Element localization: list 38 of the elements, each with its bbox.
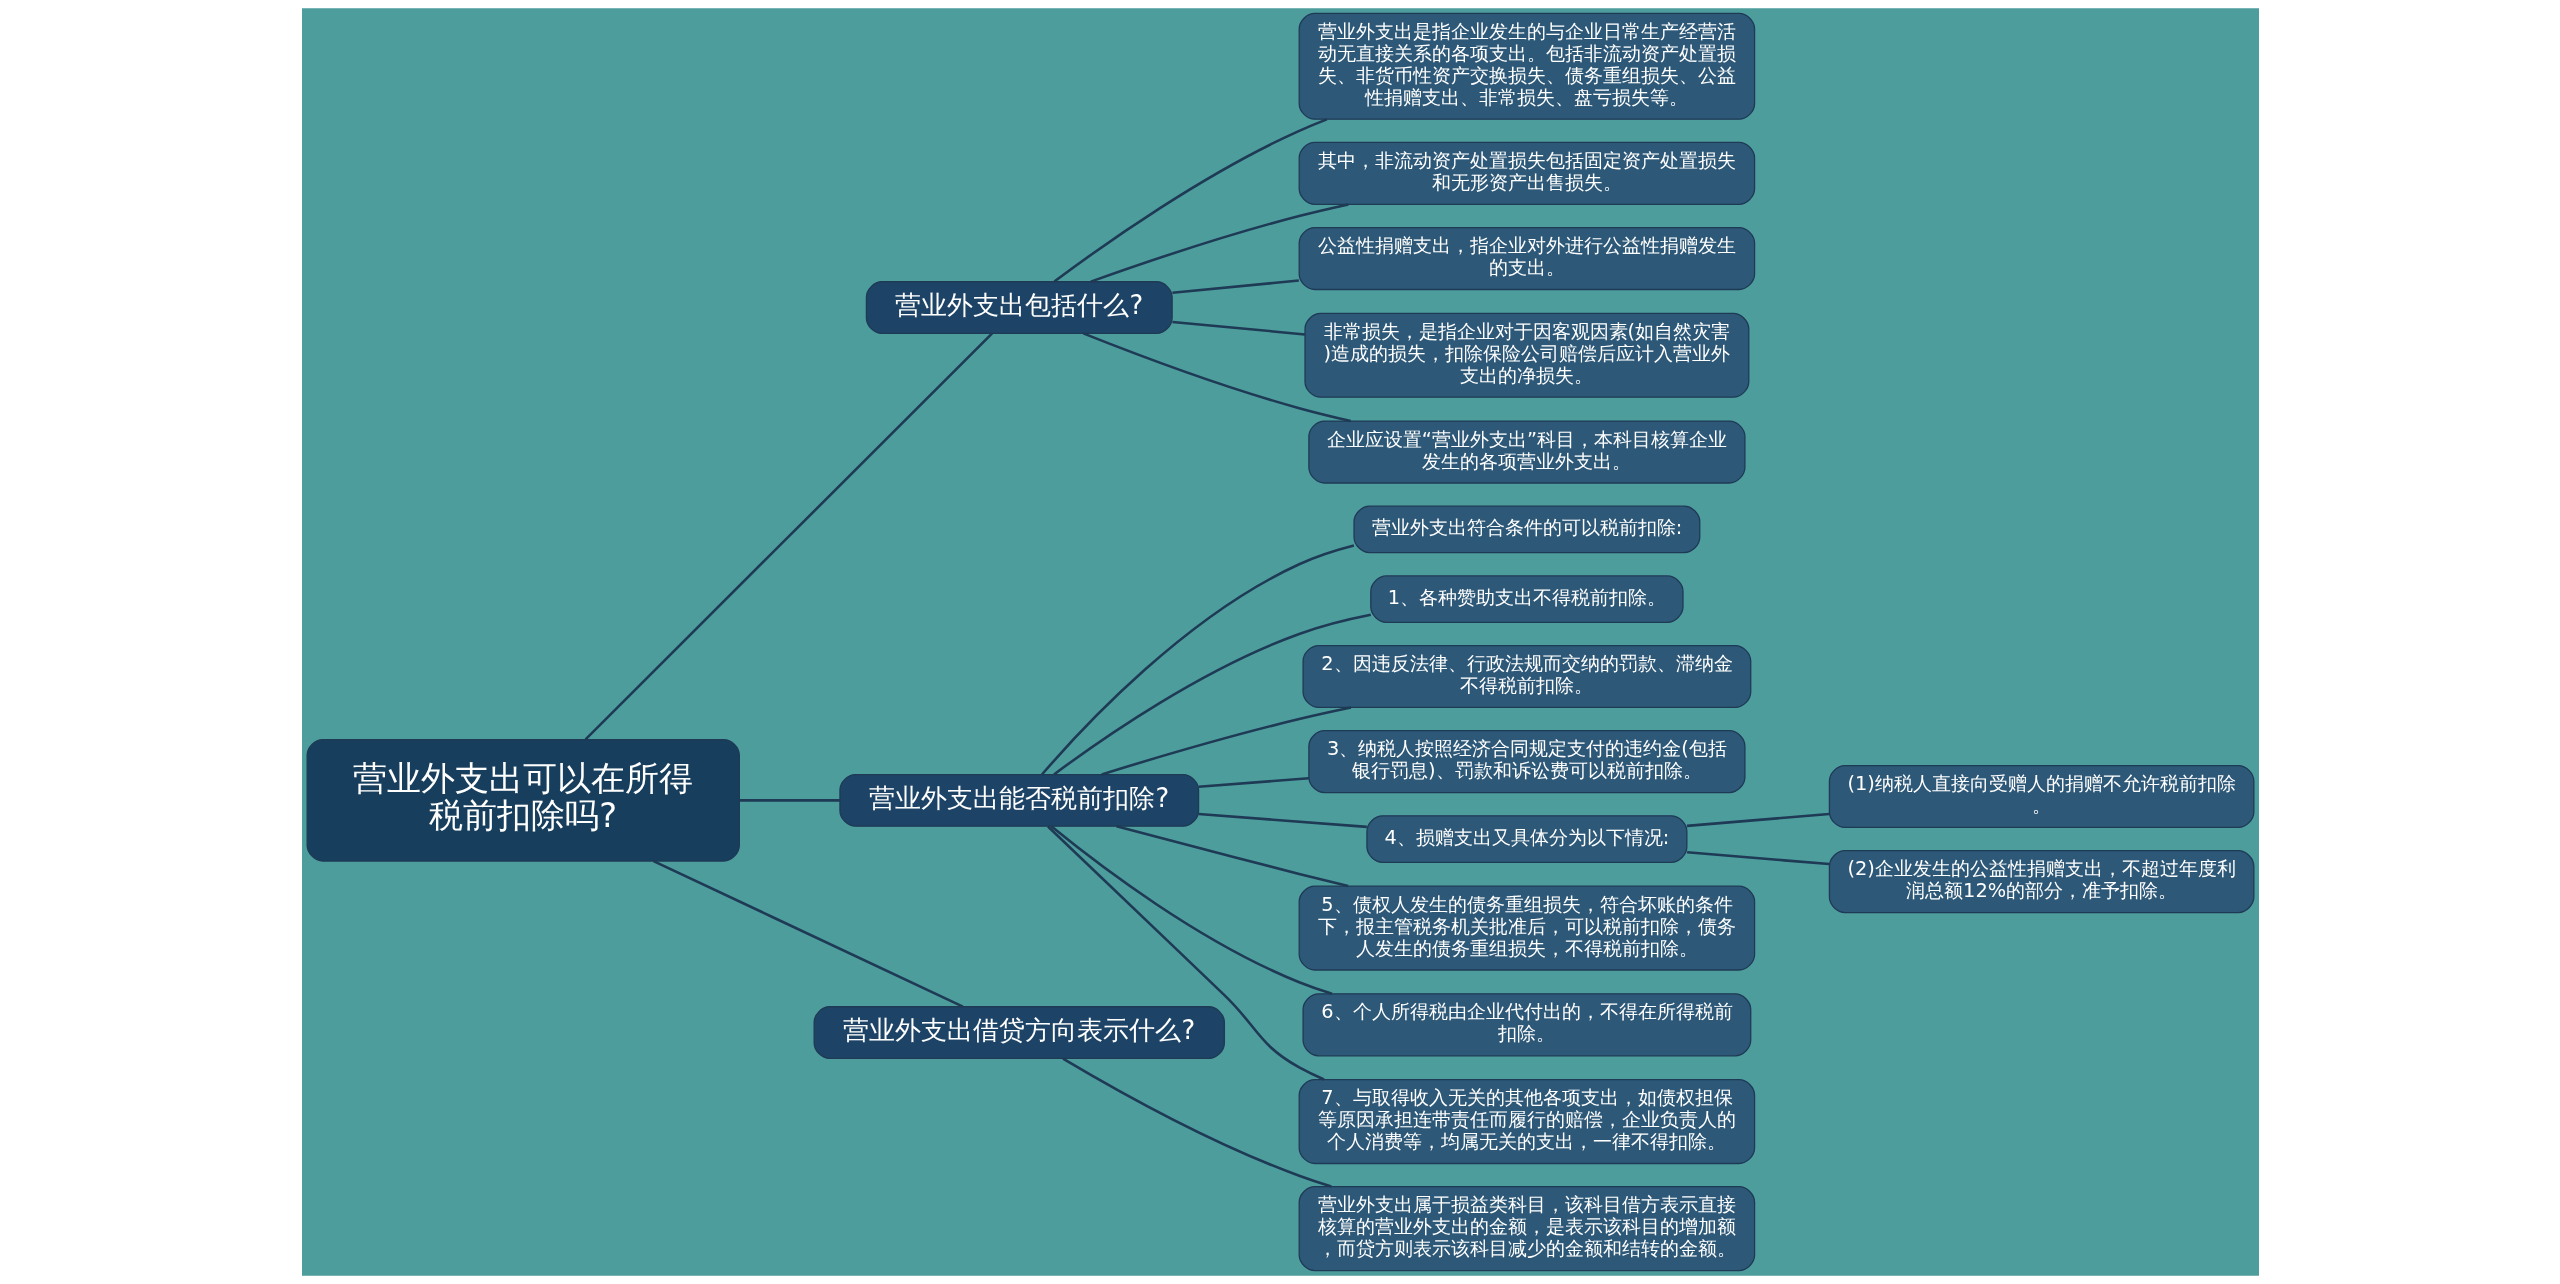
connector <box>584 332 993 741</box>
node-box: (2)企业发生的公益性捐赠支出，不超过年度利润总额12%的部分，准予扣除。 <box>1828 850 2254 914</box>
node-box: 1、各种赞助支出不得税前扣除。 <box>1369 575 1684 623</box>
connector <box>1046 825 1325 1081</box>
connector <box>1052 613 1371 776</box>
node-box: 公益性捐赠支出，指企业对外进行公益性捐赠发生的支出。 <box>1298 226 1755 291</box>
connector <box>1100 706 1351 776</box>
connector <box>739 799 840 802</box>
node-box: 5、债权人发生的债务重组损失，符合坏账的条件下，报主管税务机关批准后，可以税前扣除，债务人发生的债务重组损失，不得税前扣除。 <box>1298 885 1755 971</box>
connector <box>1198 776 1309 788</box>
node-box: 6、个人所得税由企业代付出的，不得在所得税前扣除。 <box>1301 993 1751 1057</box>
node-box: 营业外支出能否税前扣除? <box>838 773 1199 827</box>
connector <box>1053 118 1327 283</box>
connector <box>1171 279 1299 295</box>
node-box: 其中，非流动资产处置损失包括固定资产处置损失和无形资产出售损失。 <box>1298 141 1755 205</box>
node-box: 3、纳税人按照经济合同规定支付的违约金(包括银行罚息)、罚款和诉讼费可以税前扣除。 <box>1307 730 1746 794</box>
node-box: 非常损失，是指企业对于因客观因素(如自然灾害)造成的损失，扣除保险公司赔偿后应计入营业外支出的净损失。 <box>1303 312 1749 398</box>
connector <box>1061 1057 1332 1188</box>
node-box: 营业外支出包括什么? <box>865 281 1173 334</box>
node-box: 企业应设置“营业外支出”科目，本科目核算企业发生的各项营业外支出。 <box>1307 420 1746 484</box>
connector <box>1686 812 1829 828</box>
connector <box>1115 825 1348 888</box>
node-box: 营业外支出借贷方向表示什么? <box>813 1006 1225 1059</box>
connector <box>1171 320 1305 336</box>
node-box: 营业外支出是指企业发生的与企业日常生产经营活动无直接关系的各项支出。包括非流动资产处置损失、非货币性资产交换损失、债务重组损失、公益性捐赠支出、非常损失、盘亏损失等。 <box>1298 12 1755 120</box>
node-box: 营业外支出属于损益类科目，该科目借方表示直接核算的营业外支出的金额，是表示该科目的增加额，而贷方则表示该科目减少的金额和结转的金额。 <box>1298 1186 1755 1272</box>
node-box: 4、损赠支出又具体分为以下情况: <box>1365 815 1687 863</box>
connector <box>1082 332 1351 423</box>
connector <box>1686 850 1829 866</box>
node-box: 营业外支出符合条件的可以税前扣除: <box>1352 505 1700 554</box>
connector <box>1049 825 1332 995</box>
node-box: 2、因违反法律、行政法规而交纳的罚款、滞纳金不得税前扣除。 <box>1301 644 1751 709</box>
node-box: 7、与取得收入无关的其他各项支出，如债权担保等原因承担连带责任而履行的赔偿，企业负责人的个人消费等，均属无关的支出，一律不得扣除。 <box>1298 1079 1755 1165</box>
node-box: (1)纳税人直接向受赠人的捐赠不允许税前扣除。 <box>1828 764 2254 829</box>
connector <box>652 859 963 1008</box>
connector <box>1040 544 1354 776</box>
connector <box>1198 812 1367 829</box>
node-box: 营业外支出可以在所得税前扣除吗? <box>306 739 740 862</box>
